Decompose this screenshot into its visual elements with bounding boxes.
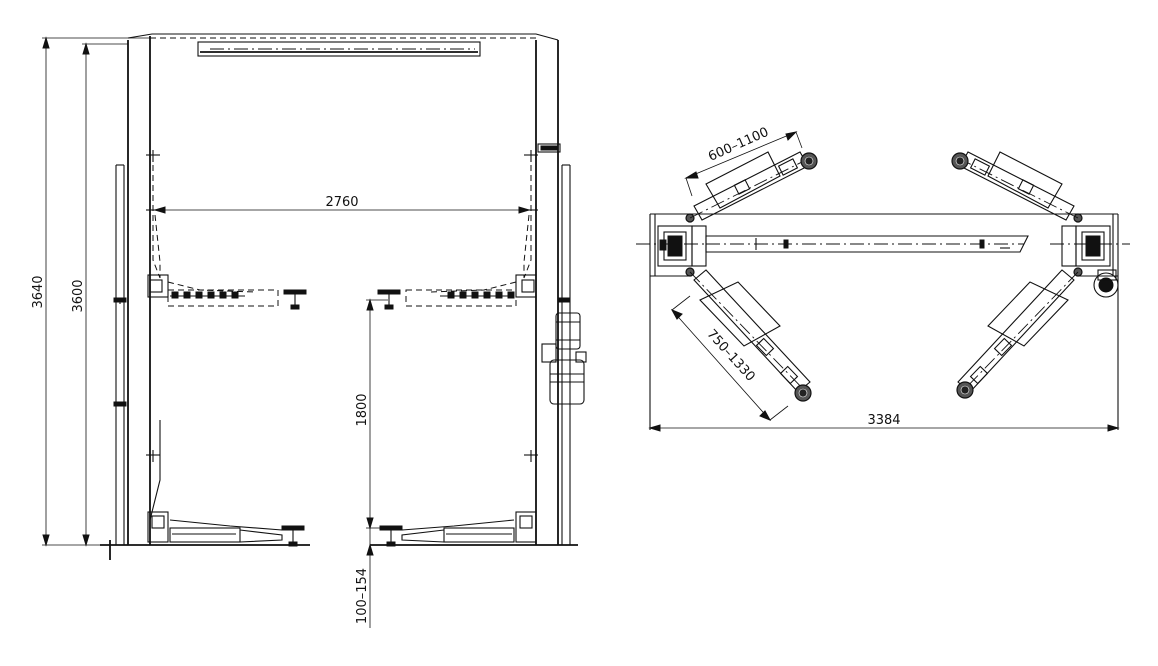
front-view: 3640 3600 2760 1800 <box>31 33 587 628</box>
left-arm-lowered <box>147 511 305 547</box>
label-column-height: 3600 <box>71 279 86 312</box>
label-min-pad: 100–154 <box>355 568 370 624</box>
dim-min-pad: 100–154 <box>355 528 374 628</box>
capacity-plate <box>537 143 561 153</box>
right-short-arm <box>951 151 1079 221</box>
right-post <box>1050 213 1130 298</box>
left-post <box>636 213 720 277</box>
dim-max-lift: 1800 <box>355 298 388 530</box>
dim-inner-width: 2760 <box>153 195 531 214</box>
label-overall-width: 3384 <box>867 413 900 428</box>
label-overall-height: 3640 <box>31 275 46 308</box>
label-short-arm: 600–1100 <box>706 125 771 165</box>
dim-overall-width: 3384 <box>648 413 1120 432</box>
left-short-arm: 600–1100 <box>684 125 818 221</box>
left-arm-raised <box>147 214 307 310</box>
left-long-arm: 750–1330 <box>670 269 812 421</box>
right-long-arm <box>956 269 1079 399</box>
crossbar <box>705 235 1029 253</box>
dim-overall-height: 3640 <box>31 36 150 547</box>
left-column <box>109 36 161 560</box>
dim-column-height: 3600 <box>71 42 128 547</box>
top-view: 600–1100 750–1330 <box>636 125 1130 432</box>
label-max-lift: 1800 <box>355 393 370 426</box>
overhead-beam <box>127 33 559 41</box>
overhead-bar <box>197 41 481 57</box>
motor-unit <box>541 312 587 405</box>
label-inner-width: 2760 <box>325 195 358 210</box>
right-arm-raised <box>377 214 537 310</box>
right-arm-lowered <box>379 511 537 547</box>
